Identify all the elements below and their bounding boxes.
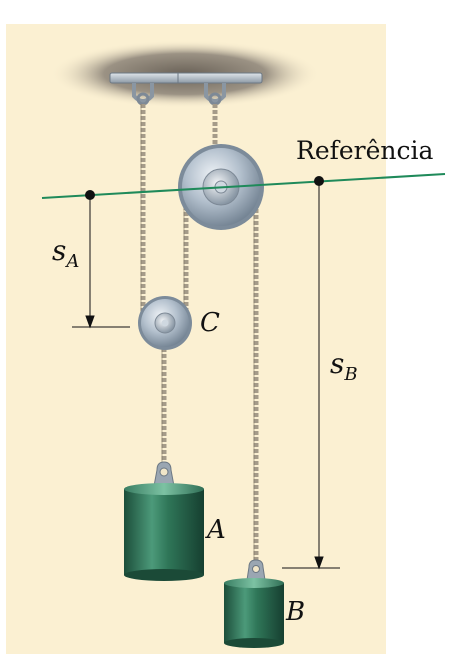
pulley-c-label: C: [200, 308, 220, 338]
pulley-c: [138, 296, 192, 350]
sb-symbol: s: [330, 347, 344, 380]
dimension-sa: [72, 195, 130, 329]
block-a-label: A: [205, 515, 226, 545]
dimension-sb: [282, 181, 340, 570]
sa-label: sA: [52, 234, 79, 272]
block-a: [124, 461, 204, 581]
sb-subscript: B: [343, 364, 357, 385]
datum-line: [41, 173, 446, 199]
ceiling-bracket: [109, 72, 263, 106]
datum-label: Referência: [296, 136, 434, 165]
sa-subscript: A: [64, 251, 79, 272]
sa-symbol: s: [52, 234, 66, 267]
block-b: [224, 559, 284, 648]
block-b-label: B: [285, 597, 305, 627]
sb-label: sB: [330, 347, 358, 385]
